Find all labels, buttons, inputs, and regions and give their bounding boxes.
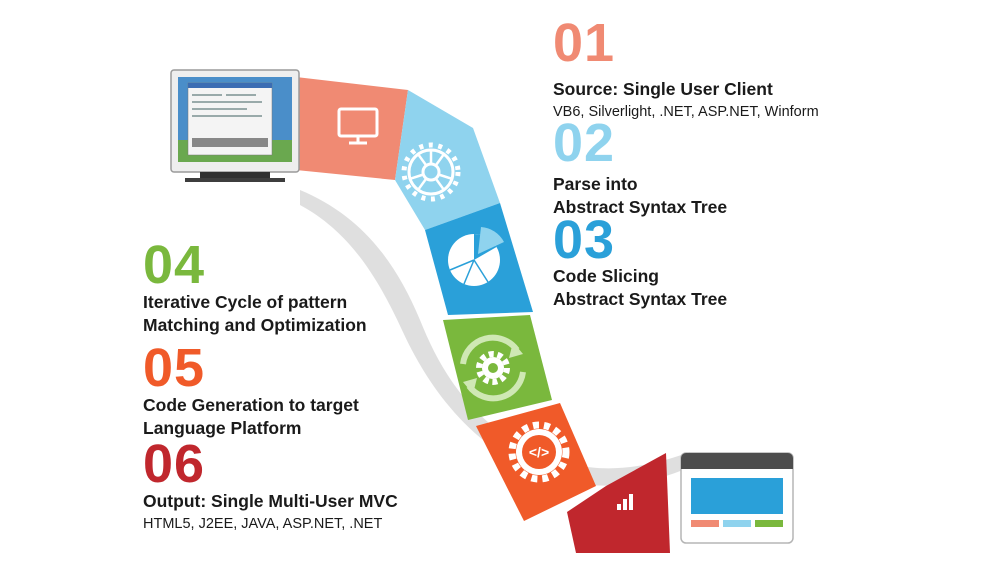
step-01: 01 Source: Single User Client VB6, Silve… — [553, 16, 819, 122]
step-title-line: Abstract Syntax Tree — [553, 197, 728, 217]
step-title-line: Parse into — [553, 174, 638, 194]
step-06: 06 Output: Single Multi-User MVC HTML5, … — [143, 437, 398, 534]
step-title-line: Language Platform — [143, 418, 302, 438]
step-title: Parse into Abstract Syntax Tree — [553, 173, 727, 219]
step-title-line: Abstract Syntax Tree — [553, 289, 728, 309]
pie-chart-icon — [448, 227, 504, 286]
step-title-line: Output: Single Multi-User MVC — [143, 491, 398, 511]
web-app-window-icon — [680, 452, 794, 544]
step-title-line: Iterative Cycle of pattern — [143, 292, 348, 312]
step-title: Code Generation to target Language Platf… — [143, 394, 359, 440]
curve-shadow — [300, 190, 690, 486]
segment-6 — [567, 453, 670, 553]
step-subtitle: HTML5, J2EE, JAVA, ASP.NET, .NET — [143, 516, 383, 532]
step-04: 04 Iterative Cycle of pattern Matching a… — [143, 238, 367, 337]
step-number: 05 — [143, 338, 206, 398]
code-gear-icon: </> — [508, 421, 570, 483]
step-number: 04 — [143, 235, 206, 295]
gear-wheel-icon — [401, 142, 461, 202]
step-title: Output: Single Multi-User MVC — [143, 490, 398, 513]
segment-1 — [296, 77, 408, 180]
bar-chart-icon — [617, 494, 633, 510]
step-number: 02 — [553, 113, 616, 173]
step-number: 01 — [553, 13, 616, 73]
step-title-line: Code Slicing — [553, 266, 659, 286]
monitor-icon — [337, 107, 379, 145]
refresh-gear-icon — [460, 334, 526, 402]
step-number: 06 — [143, 434, 206, 494]
step-title-line: Code Generation to target — [143, 395, 359, 415]
step-number: 03 — [553, 210, 616, 270]
step-title: Code Slicing Abstract Syntax Tree — [553, 265, 727, 311]
step-03: 03 Code Slicing Abstract Syntax Tree — [553, 213, 727, 311]
step-title: Iterative Cycle of pattern Matching and … — [143, 291, 367, 337]
segment-2 — [395, 90, 500, 230]
legacy-app-monitor-icon — [170, 69, 300, 182]
step-title-line: Source: Single User Client — [553, 79, 773, 99]
svg-text:</>: </> — [529, 444, 549, 460]
step-02: 02 Parse into Abstract Syntax Tree — [553, 116, 727, 219]
step-title-line: Matching and Optimization — [143, 315, 367, 335]
step-05: 05 Code Generation to target Language Pl… — [143, 341, 359, 440]
step-subtitle: VB6, Silverlight, .NET, ASP.NET, Winform — [553, 104, 819, 120]
step-title: Source: Single User Client — [553, 78, 819, 101]
